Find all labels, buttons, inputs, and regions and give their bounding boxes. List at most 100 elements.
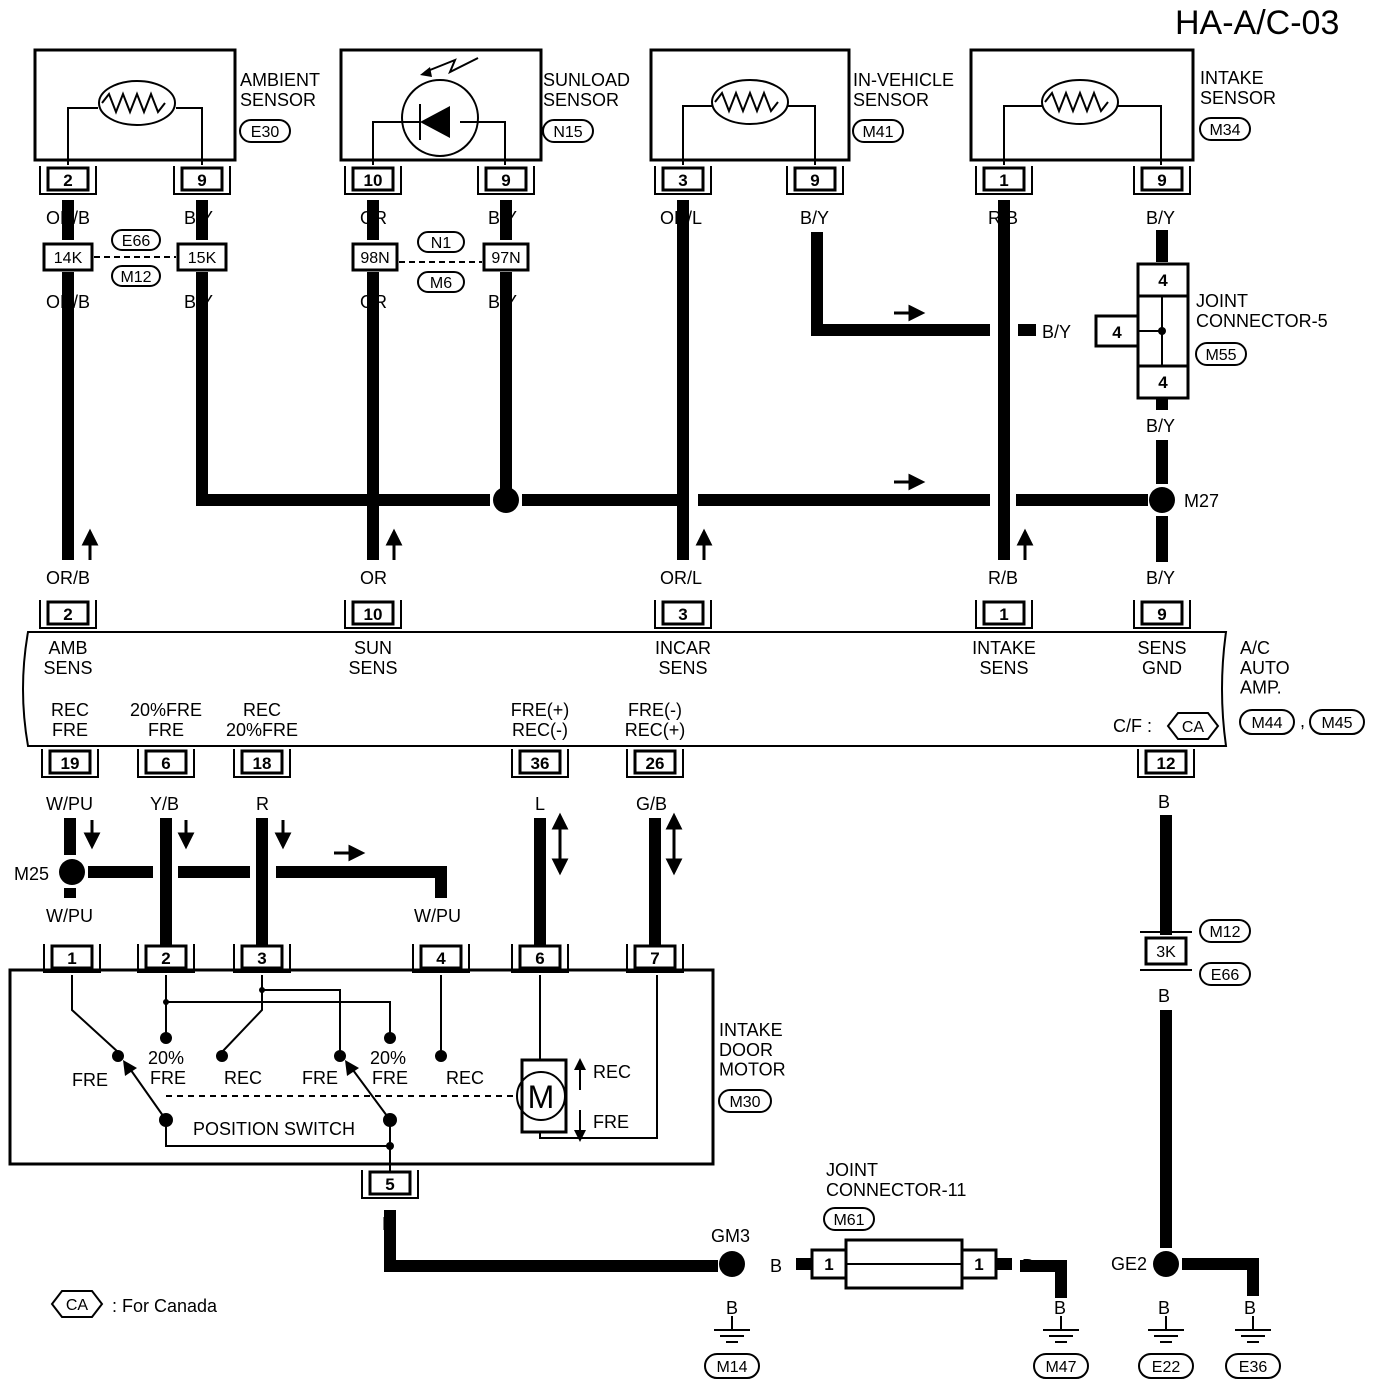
amp-pin: 36 [511, 749, 569, 778]
svg-text:15K: 15K [188, 250, 217, 267]
svg-text:B: B [1158, 792, 1170, 812]
motor-pin: 2 [137, 944, 195, 973]
sensor-pin: 9 [173, 166, 231, 195]
pin-number: 10 [364, 605, 383, 624]
svg-text:REC: REC [224, 1068, 262, 1088]
svg-text:E66: E66 [1211, 967, 1240, 984]
svg-text:B: B [770, 1256, 782, 1276]
inline-connector-3k: 3K M12 E66 [1140, 919, 1251, 986]
pin-number: 1 [999, 171, 1008, 190]
splice-m27 [1149, 487, 1175, 513]
svg-text:4: 4 [1158, 373, 1168, 392]
inline-connector-14k-15k: 14K 15K E66 M12 [42, 229, 228, 287]
svg-text:OR/L: OR/L [660, 568, 702, 588]
svg-text:: For Canada: : For Canada [112, 1296, 218, 1316]
pin-number: 9 [197, 171, 206, 190]
svg-text:B: B [1054, 1298, 1066, 1318]
svg-text:OR: OR [360, 208, 387, 228]
sensor-pin: 2 [39, 166, 97, 195]
motor-pin: 1 [43, 944, 101, 973]
svg-text:3K: 3K [1156, 944, 1176, 961]
svg-text:M44: M44 [1251, 715, 1282, 732]
connector-id-tag: E30 [239, 119, 291, 143]
pin-number: 4 [436, 949, 446, 968]
amp-pin: 10 [344, 600, 402, 629]
pin-number: 5 [385, 1175, 394, 1194]
pin-number: 6 [535, 949, 544, 968]
flow-arrows [81, 304, 1034, 876]
pin-number: 3 [678, 605, 687, 624]
motor-pin: 5 [361, 1170, 419, 1199]
sensor-pin: 10 [344, 166, 402, 195]
ground-symbol: E36 [1225, 1316, 1281, 1379]
pin-number: 10 [364, 171, 383, 190]
ground-symbol: E22 [1138, 1316, 1194, 1379]
amp-pin: 1 [975, 600, 1033, 629]
svg-text:B/Y: B/Y [184, 292, 213, 312]
svg-text:4: 4 [1158, 271, 1168, 290]
svg-text:M6: M6 [430, 275, 452, 292]
svg-text:1: 1 [974, 1255, 983, 1274]
ground-connector-id: E22 [1152, 1359, 1181, 1376]
pin-number: 2 [161, 949, 170, 968]
svg-text:POSITION SWITCH: POSITION SWITCH [193, 1119, 355, 1139]
svg-text:M55: M55 [1205, 347, 1236, 364]
svg-text:N15: N15 [553, 124, 582, 141]
amp-pin: 2 [39, 600, 97, 629]
pin-number: 9 [810, 171, 819, 190]
pin-number: 26 [646, 754, 665, 773]
pin-number: 9 [1157, 171, 1166, 190]
pin-number: 19 [61, 754, 80, 773]
svg-text:GM3: GM3 [711, 1226, 750, 1246]
svg-text:B/Y: B/Y [488, 292, 517, 312]
svg-text:N1: N1 [431, 235, 452, 252]
wire-labels: OR/B B/Y OR B/Y OR/L B/Y R/B B/Y OR/B B/… [46, 208, 1256, 1318]
svg-text:M45: M45 [1321, 715, 1352, 732]
svg-text:CA: CA [1182, 719, 1205, 736]
svg-text:B/Y: B/Y [1146, 208, 1175, 228]
svg-text:E66: E66 [122, 233, 151, 250]
svg-text:1: 1 [824, 1255, 833, 1274]
inline-connector-98n-97n: 98N 97N N1 M6 [351, 231, 530, 293]
svg-text:R/B: R/B [988, 208, 1018, 228]
svg-text:B: B [1158, 986, 1170, 1006]
splice-gm3 [719, 1251, 745, 1277]
connector-id-tag: N15 [542, 119, 594, 143]
svg-text:14K: 14K [54, 250, 83, 267]
svg-text:REC: REC [446, 1068, 484, 1088]
amp-pin: 6 [137, 749, 195, 778]
pin-number: 6 [161, 754, 170, 773]
sensor-pin: 9 [477, 166, 535, 195]
sensor-pin: 3 [654, 166, 712, 195]
svg-text:20%: 20% [148, 1048, 184, 1068]
ground-symbol: M47 [1033, 1316, 1089, 1379]
amp-pin: 26 [626, 749, 684, 778]
svg-text:R/B: R/B [988, 568, 1018, 588]
motor-pin: 4 [412, 944, 470, 973]
svg-text:B: B [1158, 1298, 1170, 1318]
svg-text:OR: OR [360, 292, 387, 312]
svg-text:B/Y: B/Y [1146, 568, 1175, 588]
amp-pin: 3 [654, 600, 712, 629]
svg-text:FRE: FRE [150, 1068, 186, 1088]
connector-id-tag: M41 [852, 119, 904, 143]
pin-number: 1 [67, 949, 76, 968]
svg-text:L: L [535, 794, 545, 814]
svg-text:M30: M30 [729, 1094, 760, 1111]
pin-number: 1 [999, 605, 1008, 624]
svg-text:W/PU: W/PU [46, 906, 93, 926]
sensor-pin: 9 [1133, 166, 1191, 195]
svg-text:C/F :: C/F : [1113, 716, 1152, 736]
svg-text:REC: REC [593, 1062, 631, 1082]
